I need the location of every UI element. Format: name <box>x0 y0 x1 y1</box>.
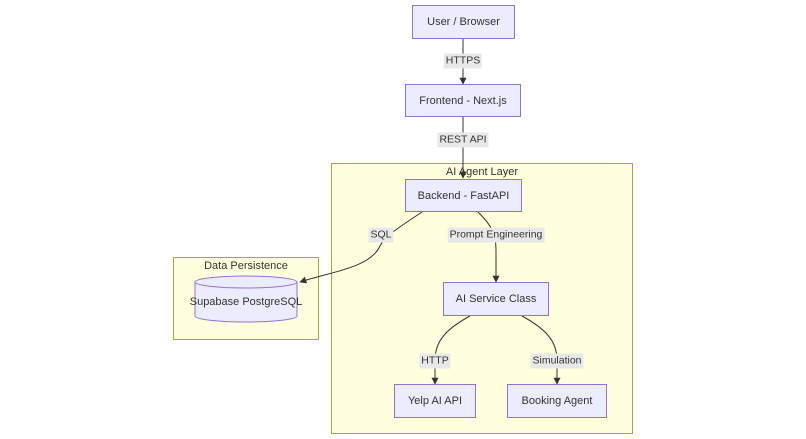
edge-backend-to-ai-service <box>477 211 500 283</box>
edge-label-rest-api: REST API <box>437 132 489 148</box>
edge-ai-service-to-booking <box>521 315 561 385</box>
node-supabase: Supabase PostgreSQL <box>189 296 303 308</box>
node-user-browser: User / Browser <box>412 5 515 39</box>
edge-ai-service-to-yelp <box>431 315 471 385</box>
node-yelp-api: Yelp AI API <box>394 384 476 418</box>
edge-label-sql: SQL <box>368 227 394 243</box>
edge-backend-to-supabase <box>299 211 423 284</box>
edge-label-simulation: Simulation <box>530 353 584 369</box>
node-ai-service: AI Service Class <box>443 282 549 316</box>
node-frontend: Frontend - Next.js <box>405 84 521 117</box>
node-backend: Backend - FastAPI <box>405 179 522 212</box>
edge-label-https: HTTPS <box>443 53 483 69</box>
database-cylinder-shape <box>194 275 298 323</box>
cluster-title-data-persistence: Data Persistence <box>204 260 288 272</box>
node-booking-agent: Booking Agent <box>507 384 607 418</box>
edge-label-http: HTTP <box>419 353 451 369</box>
edge-label-prompt-engineering: Prompt Engineering <box>447 227 545 243</box>
